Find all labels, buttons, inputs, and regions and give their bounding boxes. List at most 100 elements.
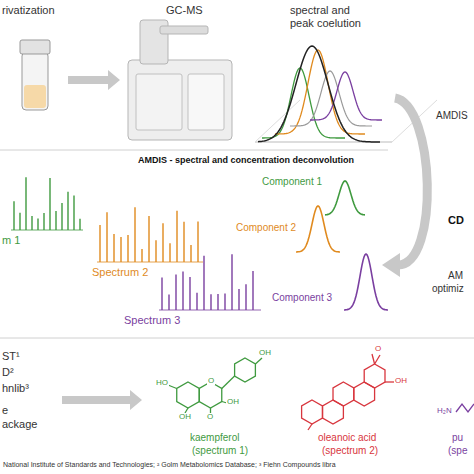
spectrum-bar xyxy=(169,243,170,262)
spectrum-bar xyxy=(238,289,239,310)
flow-arrow xyxy=(68,70,120,90)
atom-label: OH xyxy=(258,349,272,357)
spectrum-bar xyxy=(183,222,184,262)
component-label: Component 2 xyxy=(236,222,296,234)
library-label: hnlib³ xyxy=(2,382,29,395)
spectrum-bar xyxy=(79,219,80,230)
spectrum-bar xyxy=(217,294,218,310)
spectrum-bar xyxy=(13,201,14,230)
benzene-ring xyxy=(177,382,200,408)
spectrum-bar xyxy=(168,294,169,310)
spectrum-label: Spectrum 3 xyxy=(124,314,180,327)
sample-vial xyxy=(22,52,48,110)
spectrum-bar xyxy=(203,256,204,310)
spectrum-bar xyxy=(113,234,114,262)
library-label: ST¹ xyxy=(2,350,20,363)
step-label: spectral and peak coelution xyxy=(290,4,370,29)
spectrum-bar xyxy=(49,178,50,230)
section-heading: AMDIS - spectral and concentration decon… xyxy=(138,155,354,165)
compound-name: kaempferol xyxy=(190,432,239,444)
spectrum-bar xyxy=(120,237,121,262)
spectrum-bar xyxy=(67,192,68,230)
peak-curve xyxy=(296,206,340,252)
instrument-label: GC-MS xyxy=(166,4,203,17)
atom-label: H₂N xyxy=(436,407,453,415)
spectrum-bar xyxy=(155,240,156,262)
chemical-bond xyxy=(222,376,235,389)
spectrum-bar xyxy=(161,278,162,310)
instrument-body xyxy=(128,60,232,140)
phenyl-ring xyxy=(235,358,256,382)
spectrum-bar xyxy=(19,213,20,230)
step-label: CD xyxy=(448,214,464,227)
atom-label: OH xyxy=(178,413,192,421)
spectrum-bar xyxy=(37,218,38,230)
spectrum-bar xyxy=(176,211,177,262)
spectrum-bar xyxy=(231,254,232,310)
atom-label: O xyxy=(206,413,214,421)
spectrum-bar xyxy=(127,235,128,262)
compound-note: (spectrum 2) xyxy=(322,445,378,457)
chemical-chain xyxy=(456,404,474,412)
chemical-bond xyxy=(385,381,394,382)
spectrum-label: m 1 xyxy=(2,234,20,247)
separator-line xyxy=(0,338,474,339)
peak-curve xyxy=(275,50,365,134)
spectrum-bar xyxy=(224,293,225,310)
atom-label: OH xyxy=(226,398,240,406)
spectrum-bar xyxy=(73,196,74,230)
spectrum-bar xyxy=(196,293,197,310)
spectrum-bar xyxy=(43,213,44,230)
steroid-ring xyxy=(364,364,385,388)
spectrum-bar xyxy=(134,207,135,262)
chemical-bond xyxy=(255,358,262,364)
peak-curve xyxy=(290,71,372,126)
spectrum-bar xyxy=(61,203,62,230)
compound-name: pu xyxy=(452,432,463,444)
spectrum-bar xyxy=(99,225,100,262)
spectrum-baseline xyxy=(97,262,203,263)
chemical-bond xyxy=(308,424,312,430)
steroid-ring xyxy=(333,382,354,406)
chemical-bond xyxy=(375,355,380,364)
pyranone-ring xyxy=(199,382,222,408)
step-label: AM xyxy=(448,270,463,282)
chemical-bond xyxy=(168,385,177,389)
spectrum-bar xyxy=(148,216,149,262)
vial-cap xyxy=(20,40,50,54)
library-label: e xyxy=(2,404,8,417)
compound-name: oleanoic acid xyxy=(318,432,376,444)
spectrum-baseline xyxy=(11,230,83,231)
peak-curve xyxy=(325,181,365,215)
peak-curve xyxy=(258,46,380,142)
spectrum-baseline xyxy=(159,310,261,311)
component-label: Component 1 xyxy=(262,176,322,188)
separator-line xyxy=(0,150,388,151)
step-label: AMDIS xyxy=(436,110,468,122)
spectrum-bar xyxy=(55,211,56,230)
spectrum-bar xyxy=(31,216,32,230)
step-label: rivatization xyxy=(2,4,55,17)
library-label: ackage xyxy=(2,418,37,431)
spectrum-bar xyxy=(197,221,198,262)
spectrum-bar xyxy=(175,274,176,310)
flow-arrow xyxy=(62,390,142,410)
instrument-panel xyxy=(188,74,224,130)
curved-arrow-head xyxy=(382,253,400,277)
compound-note: (spectrum 1) xyxy=(192,445,248,457)
spectrum-bar xyxy=(25,177,26,230)
chemical-bond xyxy=(372,354,375,364)
atom-label: O xyxy=(374,345,382,353)
instrument-door xyxy=(136,74,182,130)
footnote: National Institute of Standards and Tech… xyxy=(3,461,336,469)
spectrum-bar xyxy=(210,294,211,310)
steroid-ring xyxy=(302,400,323,424)
spectrum-bar xyxy=(189,277,190,310)
curved-arrow xyxy=(395,98,427,265)
spectrum-bar xyxy=(252,271,253,310)
compound-note: (spe xyxy=(448,445,467,457)
spectrum-bar xyxy=(106,212,107,262)
peak-curve xyxy=(344,254,388,310)
spectrum-bar xyxy=(141,249,142,262)
